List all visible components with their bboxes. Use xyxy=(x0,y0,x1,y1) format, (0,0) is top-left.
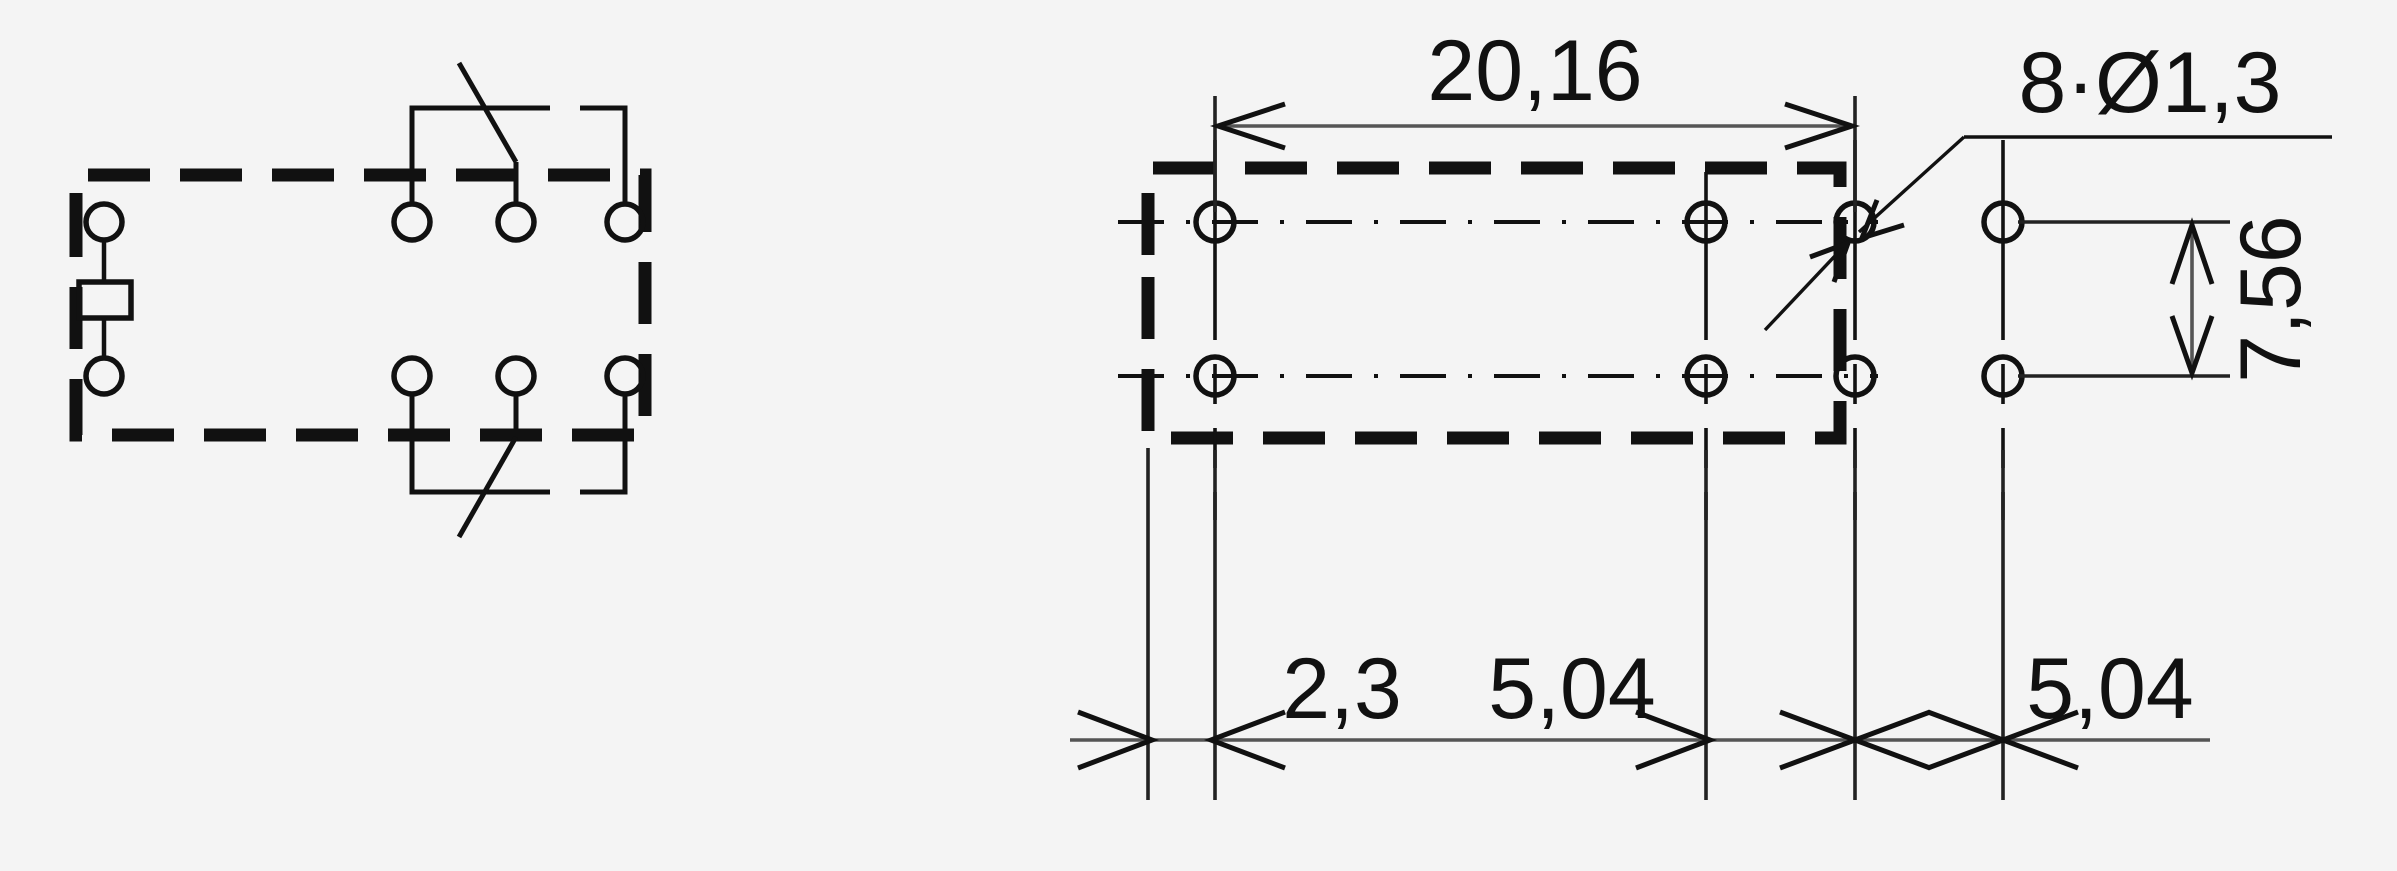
upper-terminal-common xyxy=(495,201,537,243)
leader-tail xyxy=(1763,238,1852,332)
lower-terminal-common xyxy=(495,355,537,397)
dim-label-edge-offset: 2,3 xyxy=(1282,641,1402,737)
coil-group xyxy=(76,201,134,397)
schematic-view xyxy=(69,61,652,539)
lower-terminal-nc xyxy=(391,355,433,397)
lower-moving-blade xyxy=(456,435,519,539)
upper-moving-blade xyxy=(456,61,519,164)
arrowhead-chain-col2-right xyxy=(1635,709,1718,771)
dim-label-overall-length: 20,16 xyxy=(1427,23,1642,119)
dimension-chain-bottom: 2,3 5,04 5,04 xyxy=(1070,448,2210,800)
hole-bottom-1 xyxy=(1193,354,1237,398)
hole-top-2 xyxy=(1684,200,1728,244)
upper-no-wire xyxy=(580,105,628,204)
arrowhead-callout-upper xyxy=(1857,199,1905,242)
arrowhead-20-16-right xyxy=(1784,101,1861,151)
coil-rectangle xyxy=(76,279,134,321)
arrowhead-callout-lower xyxy=(1809,238,1853,283)
upper-contact-group xyxy=(391,61,646,243)
dimension-overall-length: 20,16 xyxy=(1209,23,1861,212)
lower-terminal-no xyxy=(604,355,646,397)
hole-bottom-2 xyxy=(1684,354,1728,398)
footprint-view: 20,16 8·Ø1,3 7,56 xyxy=(1070,23,2332,800)
arrowhead-chain-col1-left xyxy=(1203,709,1286,771)
footprint-body-outline xyxy=(1141,161,1847,445)
lower-nc-wire xyxy=(409,394,550,495)
leader-diagonal xyxy=(1857,135,1966,234)
arrowhead-chain-col4-b xyxy=(1995,709,2079,771)
dim-label-pitch-right: 5,04 xyxy=(2026,641,2193,737)
dim-label-hole-callout: 8·Ø1,3 xyxy=(2019,35,2282,131)
arrowhead-chain-body-left xyxy=(1077,709,1160,771)
upper-nc-wire xyxy=(409,105,550,204)
relay-body-outline xyxy=(69,168,652,442)
hole-column-centerlines xyxy=(1213,140,2005,520)
dim-label-pitch-left: 5,04 xyxy=(1488,641,1655,737)
arrowhead-20-16-left xyxy=(1209,101,1286,151)
lower-contact-group xyxy=(391,355,646,539)
coil-terminal-bottom xyxy=(83,355,125,397)
hole-pattern xyxy=(1193,200,2025,398)
coil-terminal-top xyxy=(83,201,125,243)
arrowhead-chain-col3-b xyxy=(1847,709,1931,771)
dimension-row-spacing: 7,56 xyxy=(2018,215,2319,383)
arrowhead-7-56-bottom xyxy=(2169,315,2215,381)
arrowhead-7-56-top xyxy=(2169,217,2215,285)
dim-label-row-spacing: 7,56 xyxy=(2223,215,2319,382)
lower-no-wire xyxy=(580,394,628,495)
upper-terminal-nc xyxy=(391,201,433,243)
hole-bottom-3 xyxy=(1833,354,1877,398)
upper-terminal-no xyxy=(604,201,646,243)
callout-hole-diameter: 8·Ø1,3 xyxy=(1763,35,2332,332)
